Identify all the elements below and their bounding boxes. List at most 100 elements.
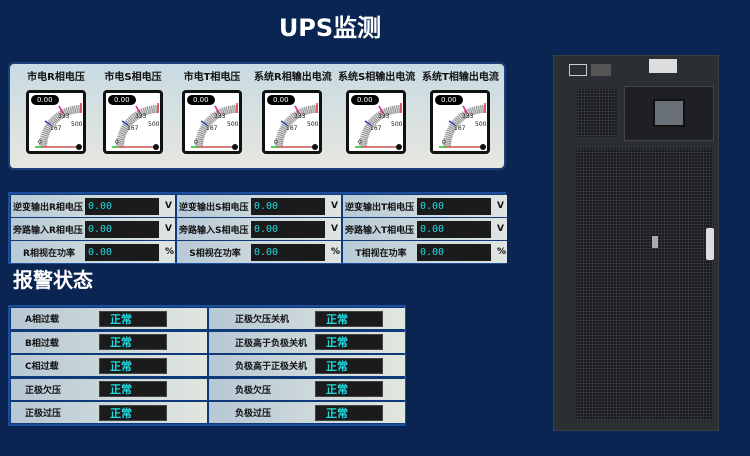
alarm-label: 负极过压 xyxy=(235,409,272,419)
gauge-tick: 0 xyxy=(442,139,446,146)
alarm-section-title: 报警状态 xyxy=(13,268,93,292)
alarm-label: 正极欠压 xyxy=(25,385,62,396)
alarm-status: 正常 xyxy=(315,310,383,327)
gauge-tick: 333 xyxy=(462,113,474,120)
reading-value: 0.00 xyxy=(85,220,159,238)
alarm-cell: A相过载 正常 xyxy=(11,308,207,329)
reading-cell: 旁路输入R相电压 0.00 V xyxy=(11,218,175,240)
gauge-dial: 167 333 500 0 0.00 xyxy=(430,90,490,154)
gauge-tick: 0 xyxy=(38,139,42,146)
reading-cell: 逆变输出T相电压 0.00 V xyxy=(343,195,507,217)
reading-cell: 逆变输出R相电压 0.00 V xyxy=(11,195,175,217)
gauge-tick: 500 xyxy=(71,121,83,128)
reading-unit: % xyxy=(165,247,175,257)
gauge-tick: 167 xyxy=(286,125,298,132)
reading-unit: V xyxy=(165,224,172,234)
gauge-label: 系统S相输出电流 xyxy=(338,72,416,83)
gauge-label: 系统T相输出电流 xyxy=(422,72,499,83)
gauge-dial: 167 333 500 0 0.00 xyxy=(346,90,406,154)
vertiv-logo xyxy=(591,64,611,76)
reading-label: S相视在功率 xyxy=(189,248,241,259)
label-sticker xyxy=(649,59,677,73)
gauge-value: 0.00 xyxy=(108,95,136,105)
alarm-status: 正常 xyxy=(99,334,167,350)
alarm-label: 正极欠压关机 xyxy=(235,315,290,325)
reading-value: 0.00 xyxy=(251,220,325,238)
reading-label: 旁路输入R相电压 xyxy=(13,225,83,236)
reading-cell: 旁路输入T相电压 0.00 V xyxy=(343,218,507,240)
gauge-tick: 333 xyxy=(135,113,147,120)
alarm-cell: 正极过压 正常 xyxy=(11,402,207,423)
gauge-label: 系统R相输出电流 xyxy=(254,72,332,83)
alarm-status: 正常 xyxy=(99,310,167,327)
alarm-label: C相过载 xyxy=(25,362,59,372)
reading-value: 0.00 xyxy=(417,243,491,261)
reading-cell: T相视在功率 0.00 % xyxy=(343,241,507,263)
gauge: 市电T相电压 167 333 500 0 0.00 xyxy=(174,70,250,154)
reading-cell: 旁路输入S相电压 0.00 V xyxy=(177,218,341,240)
gauge-tick: 167 xyxy=(454,125,466,132)
reading-label: R相视在功率 xyxy=(23,248,75,259)
gauge-value: 0.00 xyxy=(31,95,59,105)
alarm-status: 正常 xyxy=(315,334,383,350)
reading-value: 0.00 xyxy=(417,197,491,215)
alarm-label: 正极过压 xyxy=(25,409,62,419)
reading-value: 0.00 xyxy=(417,220,491,238)
alarm-label: A相过载 xyxy=(25,315,59,325)
gauge-dial: 167 333 500 0 0.00 xyxy=(26,90,86,154)
alarm-status: 正常 xyxy=(99,404,167,421)
gauge: 市电R相电压 167 333 500 0 0.00 xyxy=(18,70,94,154)
gauge-tick: 333 xyxy=(214,113,226,120)
reading-label: 旁路输入T相电压 xyxy=(345,225,415,236)
door-lock xyxy=(652,236,658,248)
gauge-tick: 167 xyxy=(50,125,62,132)
alarm-status: 正常 xyxy=(99,381,167,397)
alarm-cell: B相过载 正常 xyxy=(11,331,207,353)
reading-unit: V xyxy=(165,201,172,211)
reading-label: 逆变输出R相电压 xyxy=(13,202,83,213)
reading-cell: S相视在功率 0.00 % xyxy=(177,241,341,263)
gauge-tick: 333 xyxy=(378,113,390,120)
gauge-tick: 500 xyxy=(307,121,319,128)
gauge-tick: 500 xyxy=(227,121,239,128)
gauge-tick: 500 xyxy=(475,121,487,128)
gauge-tick: 167 xyxy=(206,125,218,132)
gauge-value: 0.00 xyxy=(187,95,215,105)
door-handle xyxy=(706,228,714,260)
alarm-cell: 正极欠压 正常 xyxy=(11,378,207,400)
reading-cell: 逆变输出S相电压 0.00 V xyxy=(177,195,341,217)
reading-value: 0.00 xyxy=(251,243,325,261)
front-door-vent xyxy=(576,148,712,420)
alarm-label: 正极高于负极关机 xyxy=(235,338,308,349)
alarm-label: 负极高于正极关机 xyxy=(235,362,308,372)
reading-value: 0.00 xyxy=(85,197,159,215)
reading-unit: % xyxy=(497,247,507,257)
alarm-cell: 负极欠压 正常 xyxy=(209,378,405,400)
reading-label: T相视在功率 xyxy=(355,248,407,259)
gauge-tick: 500 xyxy=(148,121,160,128)
reading-cell: R相视在功率 0.00 % xyxy=(11,241,175,263)
gauge-panel: 市电R相电压 167 333 500 0 0.00 市电S相电压 167 333… xyxy=(8,62,506,170)
gauge-tick: 333 xyxy=(294,113,306,120)
alarm-cell: 正极高于负极关机 正常 xyxy=(209,331,405,353)
gauge: 市电S相电压 167 333 500 0 0.00 xyxy=(95,70,171,154)
alarm-cell: 负极过压 正常 xyxy=(209,402,405,423)
gauge: 系统R相输出电流 167 333 500 0 0.00 xyxy=(254,70,332,154)
vent-top xyxy=(577,89,617,137)
reading-label: 逆变输出S相电压 xyxy=(179,202,249,213)
reading-unit: V xyxy=(497,224,504,234)
gauge-tick: 167 xyxy=(127,125,139,132)
gauge: 系统T相输出电流 167 333 500 0 0.00 xyxy=(422,70,499,154)
reading-value: 0.00 xyxy=(85,243,159,261)
gauge-tick: 0 xyxy=(115,139,119,146)
lcd-screen xyxy=(653,99,685,127)
gauge-tick: 500 xyxy=(391,121,403,128)
gauge-tick: 167 xyxy=(370,125,382,132)
gauge-tick: 333 xyxy=(58,113,70,120)
display-bezel xyxy=(624,86,714,141)
gauge-label: 市电R相电压 xyxy=(27,72,85,83)
reading-unit: V xyxy=(497,201,504,211)
alarm-status: 正常 xyxy=(315,404,383,421)
gauge-value: 0.00 xyxy=(267,95,295,105)
